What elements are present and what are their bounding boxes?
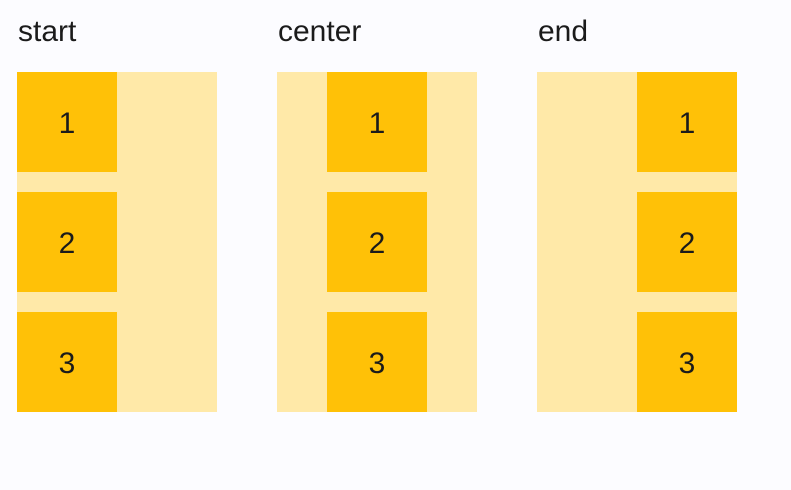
flex-item: 2 <box>637 192 737 292</box>
flex-item: 2 <box>327 192 427 292</box>
flex-item: 1 <box>17 72 117 172</box>
alignment-demo: start 1 2 3 center 1 2 3 e <box>17 14 737 412</box>
alignment-column-start: start 1 2 3 <box>17 14 217 412</box>
flex-item: 1 <box>637 72 737 172</box>
item-number: 3 <box>58 346 76 380</box>
item-number: 2 <box>678 226 696 260</box>
column-label-end: end <box>538 15 589 48</box>
flex-container-start: 1 2 3 <box>17 72 217 412</box>
column-label-start: start <box>18 15 77 48</box>
item-number: 3 <box>678 346 696 380</box>
item-number: 2 <box>58 226 76 260</box>
flex-item: 1 <box>327 72 427 172</box>
flex-container-center: 1 2 3 <box>277 72 477 412</box>
alignment-column-end: end 1 2 3 <box>537 14 737 412</box>
alignment-column-center: center 1 2 3 <box>277 14 477 412</box>
item-number: 3 <box>368 346 386 380</box>
item-number: 1 <box>58 106 76 140</box>
item-number: 1 <box>368 106 386 140</box>
flex-item: 3 <box>637 312 737 412</box>
flex-item: 2 <box>17 192 117 292</box>
item-number: 2 <box>368 226 386 260</box>
flex-container-end: 1 2 3 <box>537 72 737 412</box>
flex-item: 3 <box>327 312 427 412</box>
flex-item: 3 <box>17 312 117 412</box>
item-number: 1 <box>678 106 696 140</box>
column-label-center: center <box>278 15 362 48</box>
